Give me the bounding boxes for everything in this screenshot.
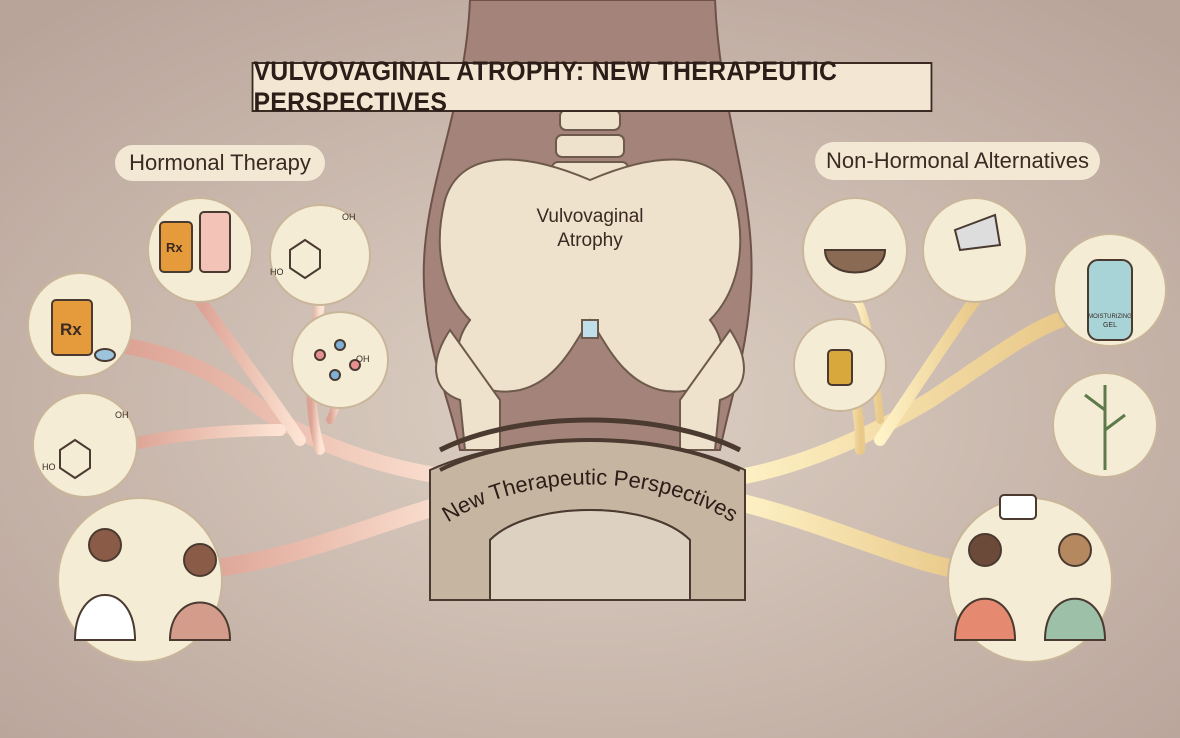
herbs-icon bbox=[1084, 385, 1126, 470]
center-label-line2: Atrophy bbox=[557, 230, 623, 251]
steroid-molecule-icon-2 bbox=[59, 438, 91, 480]
rx-label-2: Rx bbox=[60, 320, 82, 339]
title-banner: VULVOVAGINAL ATROPHY: NEW THERAPEUTIC PE… bbox=[251, 56, 933, 117]
consultation-icon bbox=[953, 494, 1107, 641]
cream-tube-icon bbox=[199, 211, 231, 273]
pill-icon bbox=[94, 348, 116, 362]
non-hormonal-heading: Non-Hormonal Alternatives bbox=[815, 142, 1100, 180]
gel-bottle-icon bbox=[1087, 259, 1133, 341]
hair-dryer-icon bbox=[953, 213, 1002, 252]
pelvis-illustration bbox=[435, 109, 745, 451]
rx-label: Rx bbox=[166, 240, 183, 255]
center-label: Vulvovaginal Atrophy bbox=[500, 205, 680, 253]
gel-label-2: GEL bbox=[1103, 322, 1117, 329]
speech-bubble-icon bbox=[999, 494, 1037, 520]
ho-label: HO bbox=[270, 267, 284, 277]
oh-label-3: OH bbox=[356, 354, 370, 364]
doctor-patient-icon bbox=[73, 528, 232, 641]
gel-label-1: MOISTURIZING bbox=[1088, 314, 1132, 320]
pill-bottle-icon bbox=[159, 221, 193, 273]
ho-label-2: HO bbox=[42, 462, 56, 472]
rx-bottle-icon bbox=[51, 299, 93, 356]
oh-label-2: OH bbox=[115, 410, 129, 420]
mortar-pestle-icon bbox=[823, 249, 887, 274]
molecule-icon bbox=[314, 339, 361, 381]
oil-bottle-icon bbox=[827, 349, 853, 386]
bridge-illustration bbox=[429, 417, 746, 601]
center-label-line1: Vulvovaginal bbox=[536, 206, 644, 227]
oh-label: OH bbox=[342, 212, 356, 222]
hormonal-therapy-heading: Hormonal Therapy bbox=[115, 145, 325, 181]
steroid-molecule-icon bbox=[289, 238, 321, 280]
